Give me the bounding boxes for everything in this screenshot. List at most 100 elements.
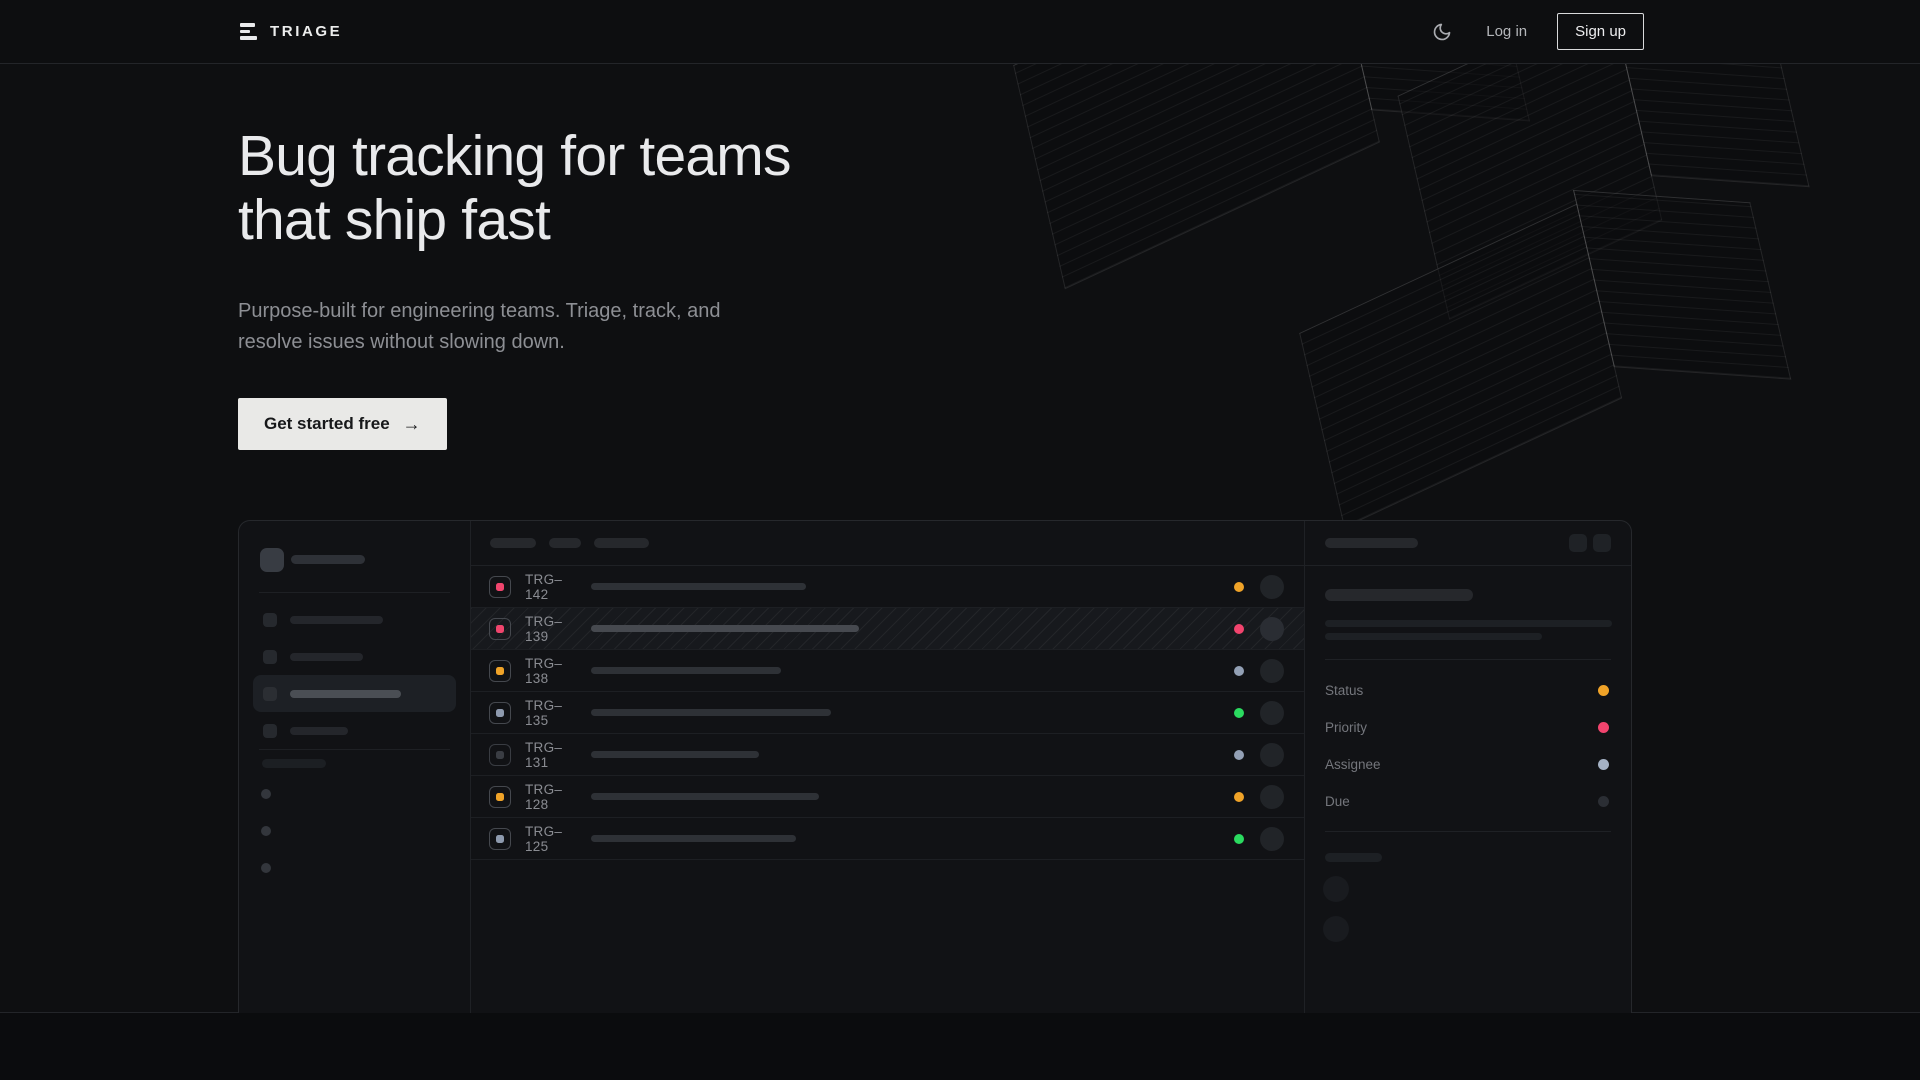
detail-action-button[interactable] <box>1593 534 1611 552</box>
field-value-dot <box>1598 722 1609 733</box>
detail-header <box>1305 521 1631 566</box>
issue-type-icon <box>489 827 511 850</box>
status-dot <box>1234 749 1244 760</box>
field-label: Assignee <box>1325 757 1381 772</box>
detail-action-button[interactable] <box>1569 534 1587 552</box>
issue-title-skeleton <box>591 625 859 632</box>
issue-title-skeleton <box>591 793 819 800</box>
detail-field-row[interactable]: Priority <box>1325 709 1609 746</box>
sidebar-item[interactable] <box>253 601 456 638</box>
footer-section <box>0 1013 1920 1080</box>
field-value-dot <box>1598 796 1609 807</box>
assignee-avatar[interactable] <box>1260 742 1284 767</box>
filter-tab-skeleton[interactable] <box>594 538 649 548</box>
triage-logo-icon <box>240 23 257 40</box>
issue-title-skeleton <box>591 583 806 590</box>
divider <box>1325 831 1611 832</box>
assignee-avatar[interactable] <box>1260 700 1284 725</box>
status-dot <box>1234 581 1244 592</box>
activity-label-skeleton <box>1325 853 1382 862</box>
issue-id: TRG–139 <box>525 613 563 644</box>
issue-row[interactable]: TRG–138 <box>471 650 1304 692</box>
issue-type-icon <box>489 701 511 724</box>
assignee-avatar[interactable] <box>1260 784 1284 809</box>
status-dot <box>1234 623 1244 634</box>
sidebar-item-active[interactable] <box>253 675 456 712</box>
detail-field-row[interactable]: Status <box>1325 672 1609 709</box>
assignee-avatar[interactable] <box>1260 658 1284 683</box>
workspace-name-skeleton <box>291 555 365 564</box>
assignee-avatar[interactable] <box>1260 826 1284 851</box>
moon-icon <box>1433 23 1451 40</box>
issue-id: TRG–125 <box>525 823 563 854</box>
issue-id: TRG–138 <box>525 655 563 686</box>
signup-button[interactable]: Sign up <box>1557 13 1644 50</box>
issue-id: TRG–135 <box>525 697 563 728</box>
divider <box>1325 659 1611 660</box>
sidebar-dot <box>261 789 271 799</box>
filter-tab-skeleton[interactable] <box>549 538 581 548</box>
activity-avatar <box>1323 916 1349 942</box>
brand-name: TRIAGE <box>270 23 343 40</box>
assignee-avatar[interactable] <box>1260 574 1284 599</box>
issue-row[interactable]: TRG–135 <box>471 692 1304 734</box>
login-link[interactable]: Log in <box>1486 23 1528 40</box>
issue-title-skeleton <box>591 751 759 758</box>
issue-type-icon <box>489 617 511 640</box>
detail-field-row[interactable]: Assignee <box>1325 746 1609 783</box>
issue-type-icon <box>489 785 511 808</box>
issue-title-skeleton <box>591 835 796 842</box>
workspace-avatar[interactable] <box>260 548 284 572</box>
get-started-button[interactable]: Get started free → <box>238 398 447 450</box>
status-dot <box>1234 707 1244 718</box>
field-label: Status <box>1325 683 1364 698</box>
status-dot <box>1234 833 1244 844</box>
nav-actions: Log in Sign up <box>1428 13 1644 50</box>
field-label: Priority <box>1325 720 1368 735</box>
detail-title-skeleton <box>1325 538 1418 548</box>
assignee-avatar[interactable] <box>1260 616 1284 641</box>
theme-toggle-button[interactable] <box>1428 18 1456 46</box>
hero-subtitle: Purpose-built for engineering teams. Tri… <box>238 300 721 353</box>
issue-id: TRG–128 <box>525 781 563 812</box>
status-dot <box>1234 791 1244 802</box>
issue-title-skeleton <box>591 667 781 674</box>
description-line-skeleton <box>1325 620 1612 627</box>
sidebar-nav <box>253 601 456 749</box>
issue-type-icon <box>489 575 511 598</box>
issue-id: TRG–142 <box>525 571 563 602</box>
divider <box>259 749 450 750</box>
sidebar-item[interactable] <box>253 638 456 675</box>
list-header <box>471 521 1304 566</box>
sidebar-item[interactable] <box>253 712 456 749</box>
sidebar-dot <box>261 863 271 873</box>
issue-row[interactable]: TRG–139 <box>471 608 1304 650</box>
sidebar-dot <box>261 826 271 836</box>
field-value-dot <box>1598 685 1609 696</box>
issue-row[interactable]: TRG–125 <box>471 818 1304 860</box>
activity-avatar <box>1323 876 1349 902</box>
detail-field-row[interactable]: Due <box>1325 783 1609 820</box>
field-label: Due <box>1325 794 1350 809</box>
issue-title-skeleton <box>1325 589 1473 601</box>
issue-row[interactable]: TRG–131 <box>471 734 1304 776</box>
arrow-right-icon: → <box>402 413 421 434</box>
issue-title-skeleton <box>591 709 831 716</box>
issue-row[interactable]: TRG–142 <box>471 566 1304 608</box>
section-label-skeleton <box>262 759 326 768</box>
filter-tab-skeleton[interactable] <box>490 538 536 548</box>
top-nav: TRIAGE Log in Sign up <box>0 0 1920 64</box>
issue-type-icon <box>489 743 511 766</box>
brand[interactable]: TRIAGE <box>240 23 342 40</box>
issue-type-icon <box>489 659 511 682</box>
status-dot <box>1234 665 1244 676</box>
mockup-sidebar <box>239 521 471 1013</box>
issue-row[interactable]: TRG–128 <box>471 776 1304 818</box>
